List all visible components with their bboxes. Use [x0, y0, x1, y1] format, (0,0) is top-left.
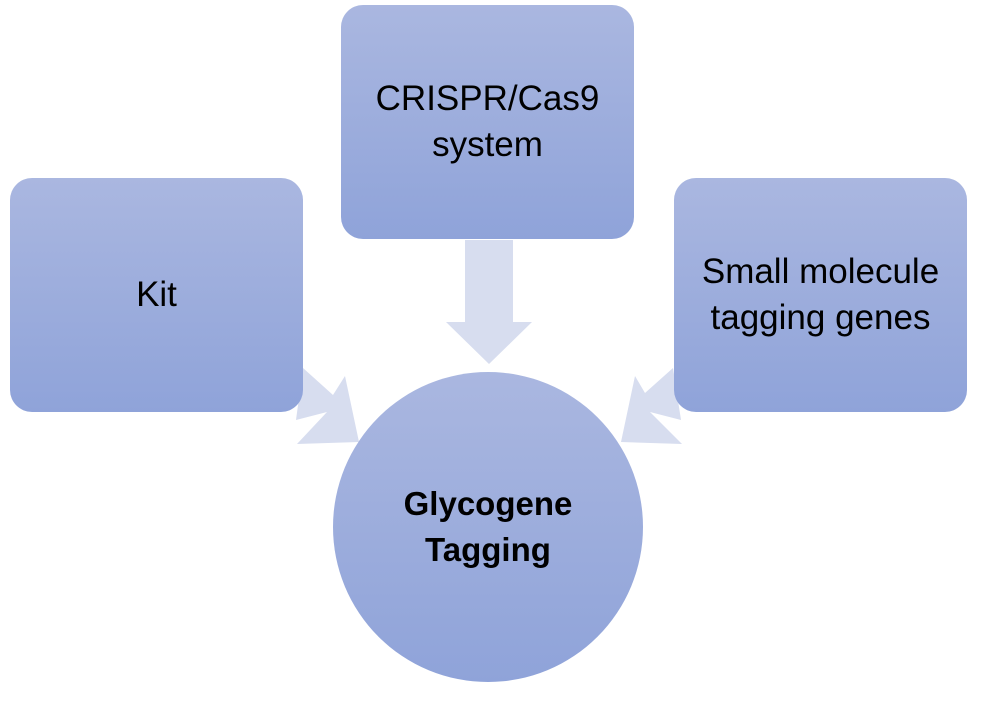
- crispr-label-line1: CRISPR/Cas9: [375, 79, 600, 118]
- small-molecule-label-line1: Small molecule: [701, 252, 940, 291]
- small-molecule-label-line2: tagging genes: [710, 298, 931, 337]
- crispr-label-line2: system: [432, 125, 543, 164]
- center-label-line1: Glycogene: [403, 485, 573, 522]
- arrow-crispr-to-center: [446, 240, 532, 364]
- center-label-line2: Tagging: [425, 531, 551, 568]
- arrow-kit-to-center: [296, 368, 359, 444]
- kit-label: Kit: [136, 275, 177, 314]
- small-molecule-tagging-box: Small molecule tagging genes: [674, 178, 967, 412]
- glycogene-tagging-circle: Glycogene Tagging: [333, 372, 643, 682]
- kit-box: Kit: [10, 178, 303, 412]
- crispr-cas9-box: CRISPR/Cas9 system: [341, 5, 634, 239]
- arrow-small-molecule-to-center: [621, 368, 682, 444]
